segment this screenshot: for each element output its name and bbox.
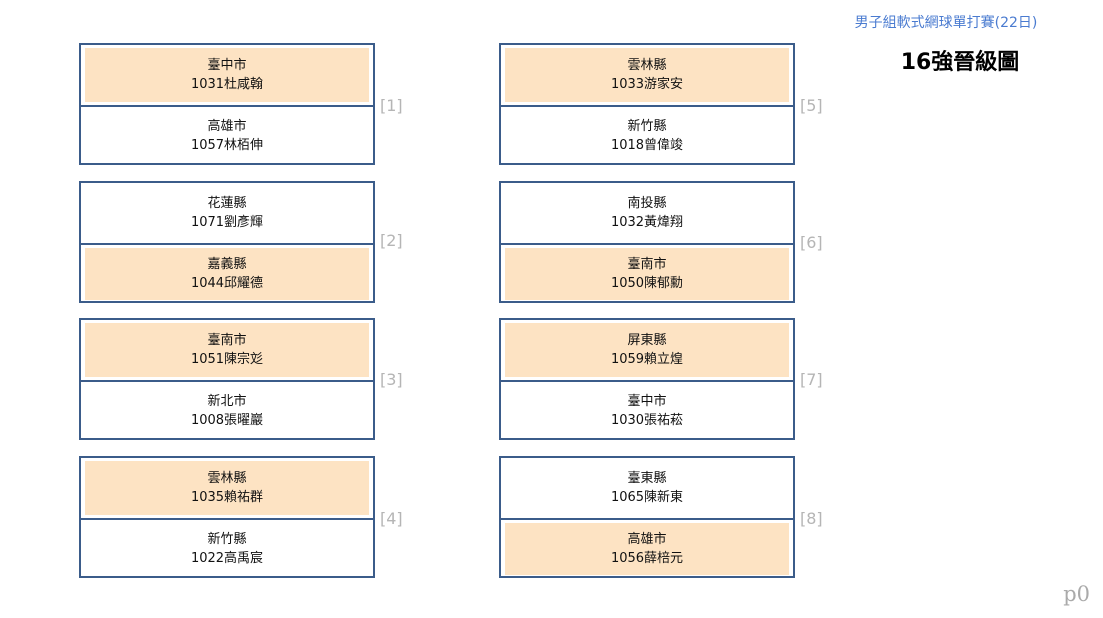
match-number-5: [5] <box>800 96 823 115</box>
match-7-top-player: 屏東縣 1059賴立煌 <box>501 320 793 380</box>
match-4-bottom-player: 新竹縣 1022高禹宸 <box>81 518 373 578</box>
player-name: 1030張祐菘 <box>610 413 684 428</box>
player-name: 1033游家安 <box>610 77 684 92</box>
county-name: 高雄市 <box>627 532 667 547</box>
match-3-top-player: 臺南市 1051陳宗彣 <box>81 320 373 380</box>
match-box-7: 屏東縣 1059賴立煌 臺中市 1030張祐菘 <box>499 318 795 440</box>
winner-highlight <box>85 461 369 515</box>
player-name: 1051陳宗彣 <box>190 352 264 367</box>
player-name: 1044邱耀德 <box>190 276 264 291</box>
match-8-top-player: 臺東縣 1065陳新東 <box>501 458 793 518</box>
match-8-bottom-player: 高雄市 1056薛棓元 <box>501 518 793 578</box>
match-1-bottom-player: 高雄市 1057林栢伸 <box>81 105 373 165</box>
match-6-bottom-player: 臺南市 1050陳郁勳 <box>501 243 793 303</box>
player-name: 1056薛棓元 <box>610 551 684 566</box>
player-name: 1035賴祐群 <box>190 490 264 505</box>
winner-highlight <box>505 523 789 575</box>
player-name: 1059賴立煌 <box>610 352 684 367</box>
match-box-3: 臺南市 1051陳宗彣 新北市 1008張曜巖 <box>79 318 375 440</box>
winner-highlight <box>505 248 789 300</box>
match-box-5: 雲林縣 1033游家安 新竹縣 1018曾偉竣 <box>499 43 795 165</box>
match-5-bottom-player: 新竹縣 1018曾偉竣 <box>501 105 793 165</box>
match-number-8: [8] <box>800 509 823 528</box>
county-name: 新竹縣 <box>207 532 247 547</box>
match-box-8: 臺東縣 1065陳新東 高雄市 1056薛棓元 <box>499 456 795 578</box>
player-name: 1071劉彥輝 <box>190 215 264 230</box>
player-name: 1057林栢伸 <box>190 138 264 153</box>
match-box-1: 臺中市 1031杜咸翰 高雄市 1057林栢伸 <box>79 43 375 165</box>
event-title: 男子組軟式網球單打賽(22日) <box>854 15 1038 31</box>
county-name: 新竹縣 <box>627 119 667 134</box>
player-name: 1022高禹宸 <box>190 551 264 566</box>
match-number-4: [4] <box>380 509 403 528</box>
match-5-top-player: 雲林縣 1033游家安 <box>501 45 793 105</box>
county-name: 南投縣 <box>627 196 667 211</box>
county-name: 臺南市 <box>207 333 247 348</box>
county-name: 花蓮縣 <box>207 196 247 211</box>
match-1-top-player: 臺中市 1031杜咸翰 <box>81 45 373 105</box>
player-name: 1065陳新東 <box>610 490 684 505</box>
county-name: 嘉義縣 <box>207 257 247 272</box>
county-name: 高雄市 <box>207 119 247 134</box>
match-box-2: 花蓮縣 1071劉彥輝 嘉義縣 1044邱耀德 <box>79 181 375 303</box>
match-3-bottom-player: 新北市 1008張曜巖 <box>81 380 373 440</box>
county-name: 雲林縣 <box>207 471 247 486</box>
match-number-7: [7] <box>800 370 823 389</box>
county-name: 雲林縣 <box>627 58 667 73</box>
match-6-top-player: 南投縣 1032黃煒翔 <box>501 183 793 243</box>
match-7-bottom-player: 臺中市 1030張祐菘 <box>501 380 793 440</box>
match-number-2: [2] <box>380 231 403 250</box>
match-number-1: [1] <box>380 96 403 115</box>
winner-highlight <box>505 323 789 377</box>
match-box-6: 南投縣 1032黃煒翔 臺南市 1050陳郁勳 <box>499 181 795 303</box>
match-2-bottom-player: 嘉義縣 1044邱耀德 <box>81 243 373 303</box>
bracket-title: 16強晉級圖 <box>900 50 1020 75</box>
match-number-6: [6] <box>800 233 823 252</box>
match-number-3: [3] <box>380 370 403 389</box>
player-name: 1032黃煒翔 <box>610 215 684 230</box>
winner-highlight <box>85 48 369 102</box>
page-label: p0 <box>1063 582 1090 606</box>
player-name: 1008張曜巖 <box>190 413 264 428</box>
county-name: 臺南市 <box>627 257 667 272</box>
winner-highlight <box>505 48 789 102</box>
county-name: 新北市 <box>207 394 247 409</box>
county-name: 臺東縣 <box>627 471 667 486</box>
player-name: 1018曾偉竣 <box>610 138 684 153</box>
winner-highlight <box>85 323 369 377</box>
county-name: 屏東縣 <box>627 333 667 348</box>
player-name: 1031杜咸翰 <box>190 77 264 92</box>
match-4-top-player: 雲林縣 1035賴祐群 <box>81 458 373 518</box>
county-name: 臺中市 <box>627 394 667 409</box>
match-box-4: 雲林縣 1035賴祐群 新竹縣 1022高禹宸 <box>79 456 375 578</box>
county-name: 臺中市 <box>207 58 247 73</box>
winner-highlight <box>85 248 369 300</box>
match-2-top-player: 花蓮縣 1071劉彥輝 <box>81 183 373 243</box>
player-name: 1050陳郁勳 <box>610 276 684 291</box>
